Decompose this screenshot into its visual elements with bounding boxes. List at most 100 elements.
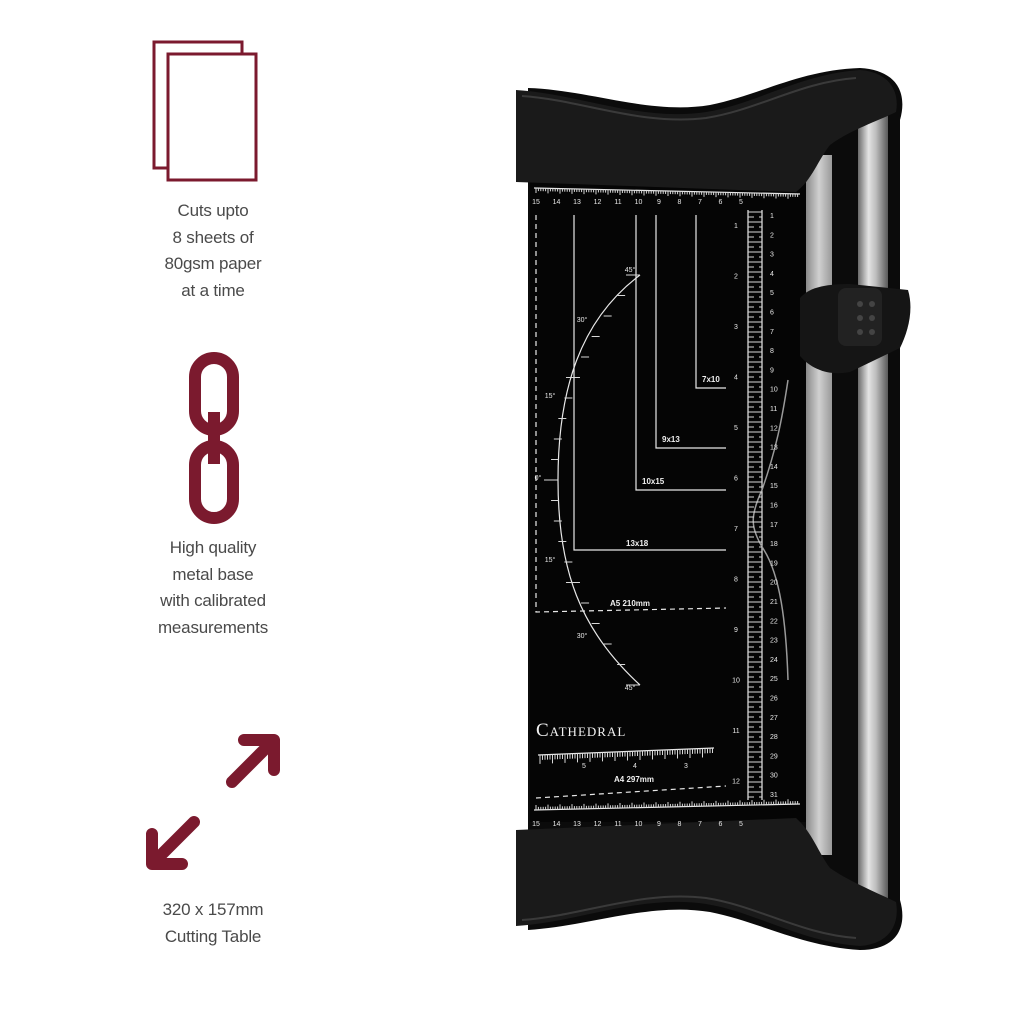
cm-scale-label: 2 (770, 232, 774, 239)
cutting-rail (858, 90, 888, 930)
cm-scale-label: 28 (770, 734, 778, 741)
angle-label: 45° (625, 684, 636, 692)
bottom-ruler-label: 15 (532, 821, 540, 828)
inch-scale-label: 5 (734, 425, 738, 432)
inch-scale-label: 2 (734, 274, 738, 281)
feature-line: metal base (172, 564, 254, 584)
bottom-ruler-label: 7 (698, 821, 702, 828)
feature-base-text: High quality metal base with calibrated … (100, 535, 326, 641)
size-label-a4: A4 297mm (614, 775, 654, 784)
feature-line: at a time (181, 280, 245, 300)
cm-scale-label: 22 (770, 618, 778, 625)
bottom-end-cap (516, 818, 897, 946)
inch-scale-label: 3 (734, 324, 738, 331)
cm-scale-label: 31 (770, 792, 778, 799)
feature-line: 8 sheets of (172, 227, 254, 247)
angle-label: 15° (545, 392, 556, 400)
cm-scale-label: 23 (770, 638, 778, 645)
feature-line: Cuts upto (177, 201, 249, 220)
brand-logo: Cathedral (536, 720, 626, 741)
cm-scale-label: 26 (770, 696, 778, 703)
size-label-13x18: 13x18 (626, 539, 649, 548)
bottom-ruler-label: 14 (553, 821, 561, 828)
inch-scale-label: 9 (734, 627, 738, 634)
cm-scale-label: 13 (770, 445, 778, 452)
feature-line: High quality (169, 538, 257, 557)
top-ruler-label: 10 (635, 199, 643, 206)
feature-sheets-text: Cuts upto 8 sheets of 80gsm paper at a t… (100, 198, 326, 304)
cm-scale-label: 9 (770, 367, 774, 374)
feature-size-text: 320 x 157mm Cutting Table (100, 897, 326, 950)
feature-line: 80gsm paper (164, 254, 262, 273)
cm-scale-label: 20 (770, 580, 778, 587)
angle-label: 0° (535, 474, 542, 482)
top-ruler-label: 14 (553, 199, 561, 206)
bottom-ruler-label: 11 (614, 821, 621, 828)
cm-scale-label: 25 (770, 676, 778, 683)
paper-sheets-icon (152, 40, 258, 182)
bottom-ruler-label: 5 (739, 821, 743, 828)
cm-scale-label: 8 (770, 348, 774, 355)
inch-scale-label: 8 (734, 577, 738, 584)
top-ruler-label: 12 (594, 199, 602, 206)
bottom-ruler-label: 9 (657, 821, 661, 828)
top-ruler-label: 8 (678, 199, 682, 206)
feature-line: measurements (157, 617, 269, 637)
cm-scale-label: 10 (770, 387, 778, 394)
top-ruler-label: 11 (614, 199, 621, 206)
bottom-ruler-label: 10 (635, 821, 643, 828)
angle-label: 30° (577, 632, 588, 640)
cm-scale-label: 1 (770, 213, 774, 220)
size-label-10x15: 10x15 (642, 477, 665, 486)
cm-scale-label: 19 (770, 560, 778, 567)
top-ruler-label: 9 (657, 199, 661, 206)
blade-cutting-head[interactable] (800, 284, 911, 374)
top-ruler-label: 5 (739, 199, 743, 206)
cm-scale-label: 12 (770, 425, 778, 432)
bottom-ruler-label: 6 (719, 821, 723, 828)
cm-scale-label: 4 (770, 271, 774, 278)
inch-scale-label: 11 (732, 728, 739, 735)
inch-scale-label: 10 (732, 678, 740, 685)
cm-scale-label: 17 (770, 522, 778, 529)
size-label-a5: A5 210mm (610, 599, 650, 608)
diagonal-arrows-icon (146, 734, 280, 870)
small-ruler-label: 3 (684, 763, 688, 770)
inch-scale-label: 7 (734, 526, 738, 533)
angle-label: 30° (577, 316, 588, 324)
cm-scale-label: 5 (770, 290, 774, 297)
cutting-board (530, 178, 806, 822)
size-label-7x10: 7x10 (702, 375, 720, 384)
inch-scale-label: 4 (734, 375, 738, 382)
chain-link-icon (189, 352, 239, 524)
cm-scale-label: 7 (770, 329, 774, 336)
cm-scale-label: 11 (770, 406, 777, 413)
cm-scale-label: 29 (770, 753, 778, 760)
size-label-9x13: 9x13 (662, 435, 680, 444)
top-ruler-label: 15 (532, 199, 540, 206)
angle-label: 15° (545, 556, 556, 564)
cm-scale-label: 14 (770, 464, 778, 471)
inch-scale-label: 12 (732, 779, 740, 786)
feature-line: 320 x 157mm (162, 900, 264, 919)
top-end-cap (516, 70, 897, 192)
cm-scale-label: 30 (770, 773, 778, 780)
feature-line: with calibrated (160, 591, 266, 610)
bottom-ruler-label: 8 (678, 821, 682, 828)
angle-label: 45° (625, 266, 636, 274)
cm-scale-label: 6 (770, 310, 774, 317)
bottom-ruler-label: 12 (594, 821, 602, 828)
top-ruler-label: 6 (719, 199, 723, 206)
small-ruler-label: 5 (582, 763, 586, 770)
top-ruler-label: 7 (698, 199, 702, 206)
inch-scale-label: 1 (734, 223, 738, 230)
cm-scale-label: 16 (770, 503, 778, 510)
cm-scale-label: 21 (770, 599, 778, 606)
feature-line: Cutting Table (164, 926, 262, 946)
cm-scale-label: 3 (770, 252, 774, 259)
cm-scale-label: 24 (770, 657, 778, 664)
bottom-ruler-label: 13 (573, 821, 581, 828)
cm-scale-label: 18 (770, 541, 778, 548)
cm-scale-label: 27 (770, 715, 778, 722)
